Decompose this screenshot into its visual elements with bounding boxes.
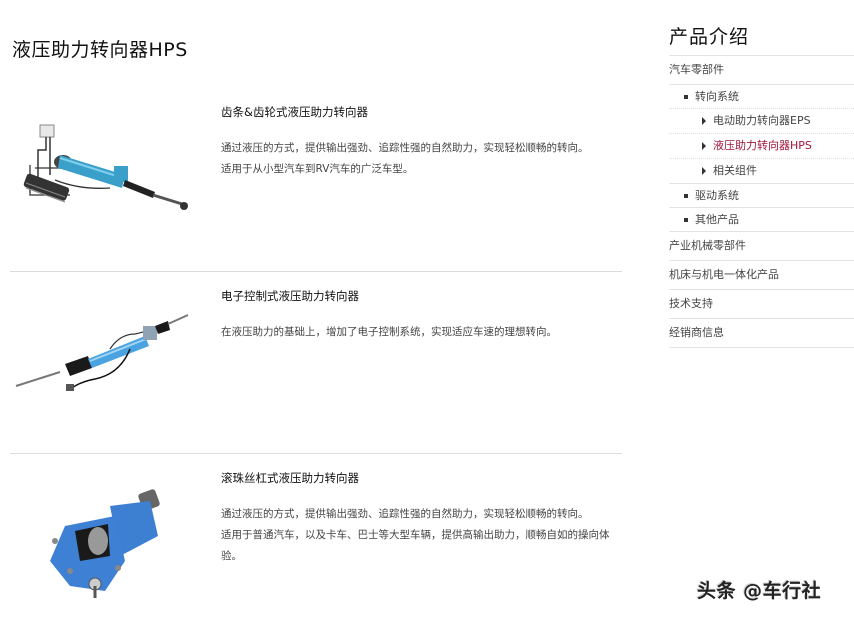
product-description: 适用于从小型汽车到RV汽车的广泛车型。 xyxy=(221,163,414,175)
divider xyxy=(669,347,854,348)
product-description: 在液压助力的基础上，增加了电子控制系统，实现适应车速的理想转向。 xyxy=(221,326,557,338)
sidebar-item-label: 其他产品 xyxy=(695,213,739,226)
electronic-controlled-steering-rack-image[interactable] xyxy=(10,304,205,404)
square-bullet-icon xyxy=(684,95,688,99)
sidebar-nav: 汽车零部件 转向系统 电动助力转向器EPS 液压助力转向器HPS 相关组件 驱动… xyxy=(669,55,854,348)
sidebar-item-label: 转向系统 xyxy=(695,90,739,103)
sidebar-item-hps[interactable]: 液压助力转向器HPS xyxy=(669,133,854,158)
caret-right-icon xyxy=(702,117,706,125)
sidebar-item-drive-system[interactable]: 驱动系统 xyxy=(669,183,854,207)
sidebar-item-auto-parts[interactable]: 汽车零部件 xyxy=(669,55,854,84)
product-name[interactable]: 滚珠丝杠式液压助力转向器 xyxy=(221,471,359,485)
ball-screw-steering-gear-image[interactable] xyxy=(10,486,205,606)
sidebar-item-machine-tools[interactable]: 机床与机电一体化产品 xyxy=(669,260,854,289)
sidebar-item-industrial-parts[interactable]: 产业机械零部件 xyxy=(669,231,854,260)
product-info: 齿条&齿轮式液压助力转向器 通过液压的方式，提供输出强劲、追踪性强的自然助力，实… xyxy=(221,104,621,180)
rack-and-pinion-steering-gear-image[interactable] xyxy=(10,120,205,230)
square-bullet-icon xyxy=(684,194,688,198)
sidebar-item-label: 相关组件 xyxy=(713,164,757,177)
sidebar-item-related-components[interactable]: 相关组件 xyxy=(669,158,854,183)
product-info: 滚珠丝杠式液压助力转向器 通过液压的方式，提供输出强劲、追踪性强的自然助力，实现… xyxy=(221,470,621,567)
product-name[interactable]: 齿条&齿轮式液压助力转向器 xyxy=(221,105,368,119)
sidebar-item-label: 产业机械零部件 xyxy=(669,239,746,252)
sidebar-title: 产品介绍 xyxy=(669,26,750,48)
page-title: 液压助力转向器HPS xyxy=(12,38,188,61)
divider xyxy=(10,271,622,272)
sidebar-item-eps[interactable]: 电动助力转向器EPS xyxy=(669,108,854,133)
product-description: 适用于普通汽车，以及卡车、巴士等大型车辆，提供高输出助力，顺畅自如的操向体验。 xyxy=(221,529,610,562)
product-name[interactable]: 电子控制式液压助力转向器 xyxy=(221,289,359,303)
square-bullet-icon xyxy=(684,218,688,222)
sidebar-item-dealer-info[interactable]: 经销商信息 xyxy=(669,318,854,347)
product-info: 电子控制式液压助力转向器 在液压助力的基础上，增加了电子控制系统，实现适应车速的… xyxy=(221,288,621,343)
caret-right-icon xyxy=(702,167,706,175)
product-description: 通过液压的方式，提供输出强劲、追踪性强的自然助力，实现轻松顺畅的转向。 xyxy=(221,142,589,154)
sidebar-item-label: 液压助力转向器HPS xyxy=(713,139,812,152)
caret-right-icon xyxy=(702,142,706,150)
sidebar-item-label: 汽车零部件 xyxy=(669,63,724,76)
watermark: 头条 @车行社 xyxy=(697,580,822,602)
sidebar-item-label: 驱动系统 xyxy=(695,189,739,202)
sidebar-item-label: 经销商信息 xyxy=(669,326,724,339)
sidebar-item-label: 技术支持 xyxy=(669,297,713,310)
sidebar-item-other-products[interactable]: 其他产品 xyxy=(669,207,854,231)
sidebar-item-tech-support[interactable]: 技术支持 xyxy=(669,289,854,318)
sidebar-item-label: 电动助力转向器EPS xyxy=(713,114,811,127)
product-description: 通过液压的方式，提供输出强劲、追踪性强的自然助力，实现轻松顺畅的转向。 xyxy=(221,508,589,520)
divider xyxy=(10,453,622,454)
sidebar-item-label: 机床与机电一体化产品 xyxy=(669,268,779,281)
sidebar-item-steering-system[interactable]: 转向系统 xyxy=(669,84,854,108)
